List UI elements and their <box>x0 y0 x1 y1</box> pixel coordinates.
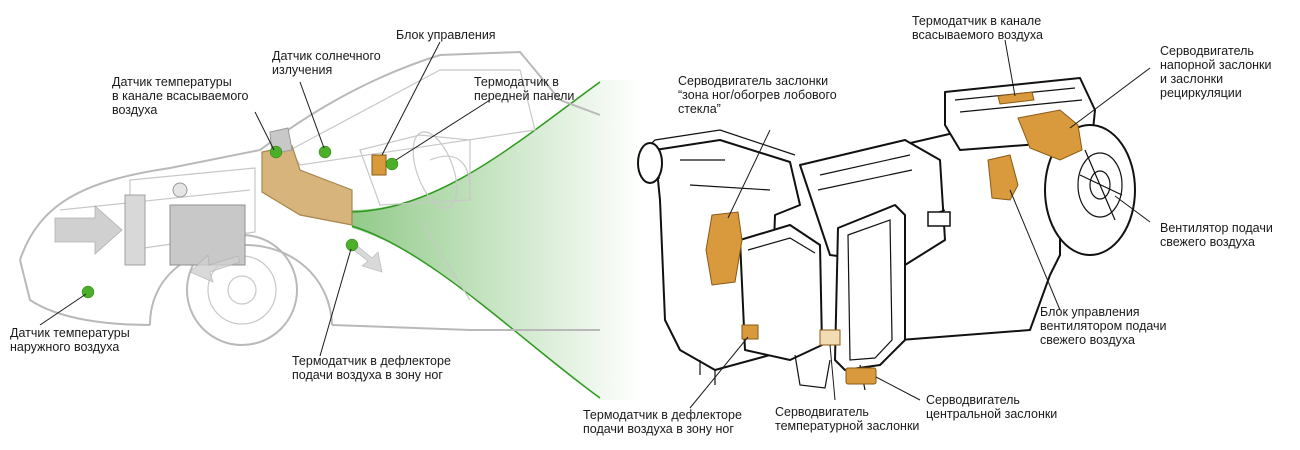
label-blower-control: Блок управления вентилятором подачи свеж… <box>1040 305 1167 347</box>
recirc-servo-shape <box>1017 109 1083 161</box>
highlight-beam <box>352 80 640 400</box>
blower-control-shape <box>987 154 1019 201</box>
label-blower: Вентилятор подачи свежего воздуха <box>1160 221 1273 249</box>
intake-thermo-right-shape <box>997 91 1035 105</box>
highlight-beam-edge-bottom <box>351 225 601 399</box>
label-recirc-servo: Серводвигатель напорной заслонки и засло… <box>1160 44 1272 100</box>
label-foot-duct-sensor-left: Термодатчик в дефлекторе подачи воздуха … <box>292 354 451 382</box>
engine-block <box>124 182 246 266</box>
hvac-assembly <box>637 77 1136 391</box>
sensor-dot-outside <box>81 285 95 299</box>
foot-defrost-servo-shape <box>705 211 743 286</box>
label-control-unit: Блок управления <box>396 28 496 42</box>
sensor-dot-intake <box>269 145 283 159</box>
sensor-dot-panel <box>385 157 399 171</box>
label-solar-sensor: Датчик солнечного излучения <box>272 49 381 77</box>
temp-servo-shape <box>819 329 841 346</box>
label-foot-duct-sensor-right: Термодатчик в дефлекторе подачи воздуха … <box>583 408 742 436</box>
sensor-dot-foot <box>345 238 359 252</box>
label-intake-temp-sensor: Датчик температуры в канале всасываемого… <box>112 75 249 117</box>
sensor-dot-solar <box>318 145 332 159</box>
label-temp-servo: Серводвигатель температурной заслонки <box>775 405 920 433</box>
label-foot-defrost-servo: Серводвигатель заслонки “зона ног/обогре… <box>678 74 837 116</box>
label-panel-thermo-sensor: Термодатчик в передней панели <box>474 75 575 103</box>
foot-sensor-shape <box>741 324 759 340</box>
leader-lines <box>39 39 1151 409</box>
label-central-servo: Серводвигатель центральной заслонки <box>926 393 1058 421</box>
highlight-beam-edge-top <box>351 81 601 213</box>
label-intake-duct-thermo: Термодатчик в канале всасываемого воздух… <box>912 14 1043 42</box>
central-servo-shape <box>845 367 877 385</box>
label-outside-temp-sensor: Датчик температуры наружного воздуха <box>10 326 130 354</box>
